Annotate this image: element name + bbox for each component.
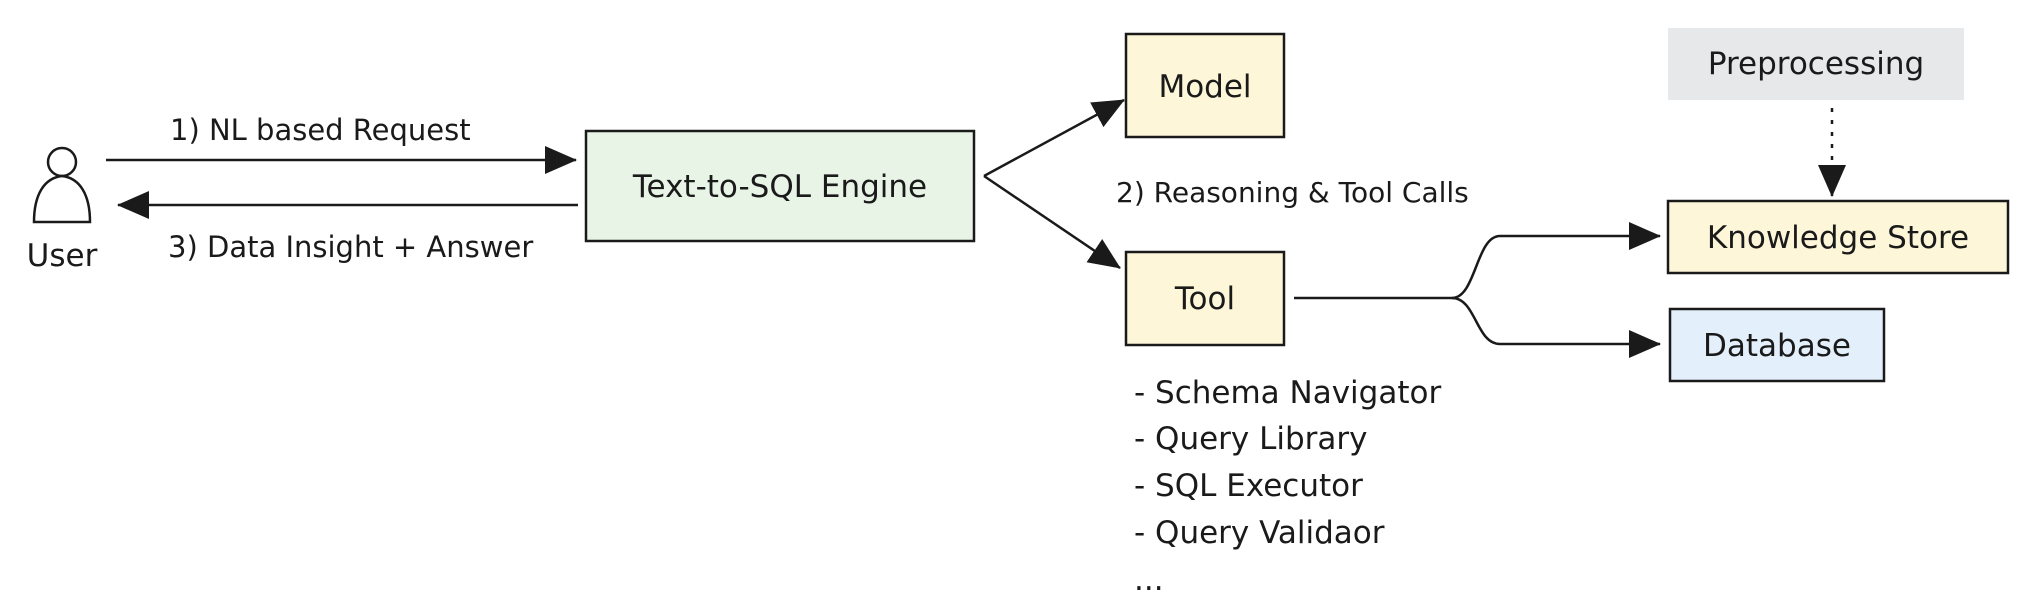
tool-list: - Schema Navigator - Query Library - SQL… bbox=[1134, 375, 1441, 598]
database-label: Database bbox=[1703, 328, 1851, 364]
tool-node: Tool bbox=[1124, 250, 1286, 347]
database-box bbox=[1668, 307, 1886, 383]
engine-box bbox=[584, 129, 976, 243]
knowledge-store-node: Knowledge Store bbox=[1666, 199, 2010, 275]
model-label: Model bbox=[1158, 69, 1251, 105]
model-box bbox=[1124, 32, 1286, 139]
database-node: Database bbox=[1668, 307, 1886, 383]
tool-to-knowledge-arrow bbox=[1451, 222, 1661, 300]
tool-list-item: - Query Validaor bbox=[1134, 515, 1385, 551]
knowledge-store-box bbox=[1666, 199, 2010, 275]
reasoning-label: 2) Reasoning & Tool Calls bbox=[1116, 176, 1469, 209]
engine-to-tool-arrow bbox=[983, 174, 1121, 270]
answer-label: 3) Data Insight + Answer bbox=[168, 230, 533, 264]
tool-to-database-arrow bbox=[1451, 296, 1661, 358]
user-icon bbox=[32, 146, 92, 224]
request-label: 1) NL based Request bbox=[170, 113, 471, 147]
tool-box bbox=[1124, 250, 1286, 347]
engine-to-model-arrow bbox=[983, 98, 1125, 178]
knowledge-store-label: Knowledge Store bbox=[1707, 220, 1969, 256]
tool-label: Tool bbox=[1174, 281, 1235, 317]
preprocessing-box bbox=[1668, 28, 1964, 100]
engine-node: Text-to-SQL Engine bbox=[584, 129, 976, 243]
tool-list-item: - SQL Executor bbox=[1134, 468, 1363, 504]
tool-list-item: - Query Library bbox=[1134, 421, 1368, 457]
engine-label: Text-to-SQL Engine bbox=[632, 169, 927, 205]
preprocessing-node: Preprocessing bbox=[1668, 28, 1964, 100]
tool-list-item: ... bbox=[1134, 562, 1164, 598]
preprocessing-label: Preprocessing bbox=[1708, 46, 1924, 82]
user-label: User bbox=[27, 238, 98, 274]
model-node: Model bbox=[1124, 32, 1286, 139]
tool-list-item: - Schema Navigator bbox=[1134, 375, 1441, 411]
